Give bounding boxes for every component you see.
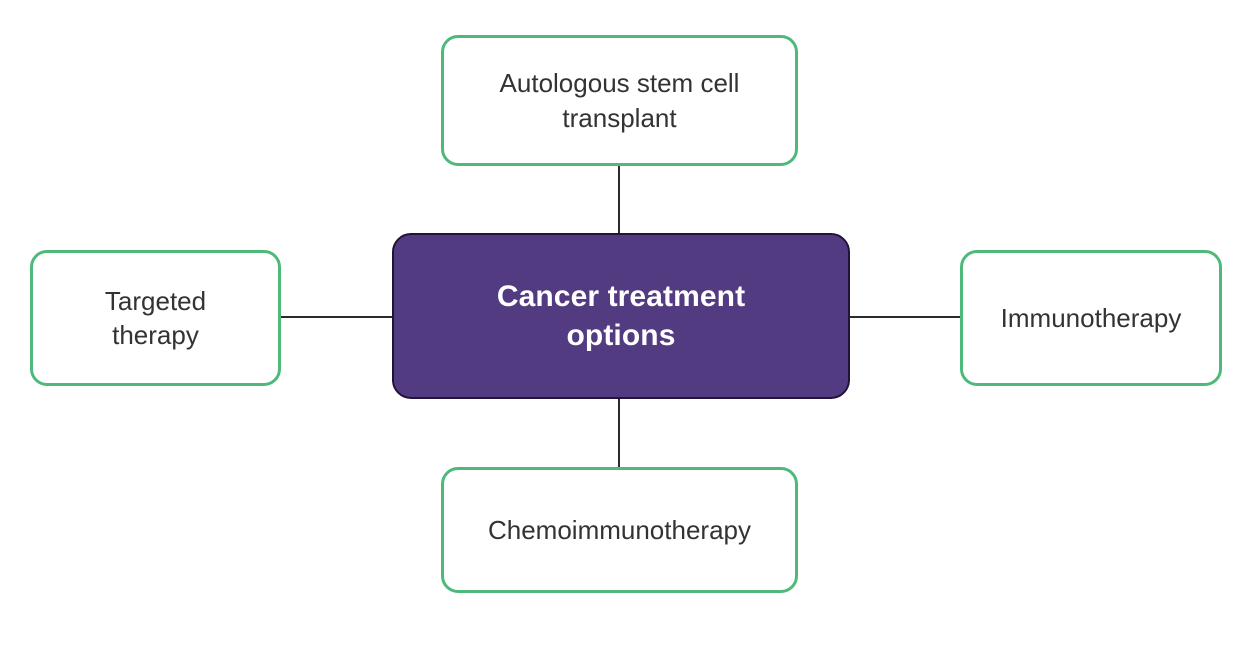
node-label-autologous-stem-cell-transplant: Autologous stem cell transplant [499,68,740,133]
node-label-cancer-treatment-options: Cancer treatment options [496,280,746,352]
node-label-chemoimmunotherapy: Chemoimmunotherapy [487,514,751,545]
node-label-immunotherapy: Immunotherapy [1000,302,1182,333]
connector-center-to-top [618,164,620,235]
connector-center-to-left [280,316,394,318]
node-immunotherapy[interactable]: Immunotherapy [960,250,1222,386]
connector-center-to-right [848,316,962,318]
node-autologous-stem-cell-transplant[interactable]: Autologous stem cell transplant [441,35,798,166]
node-targeted-therapy[interactable]: Targeted therapy [30,250,281,386]
node-label-targeted-therapy: Targeted therapy [104,285,207,350]
node-cancer-treatment-options[interactable]: Cancer treatment options [392,233,850,399]
node-chemoimmunotherapy[interactable]: Chemoimmunotherapy [441,467,798,593]
connector-center-to-bottom [618,397,620,469]
